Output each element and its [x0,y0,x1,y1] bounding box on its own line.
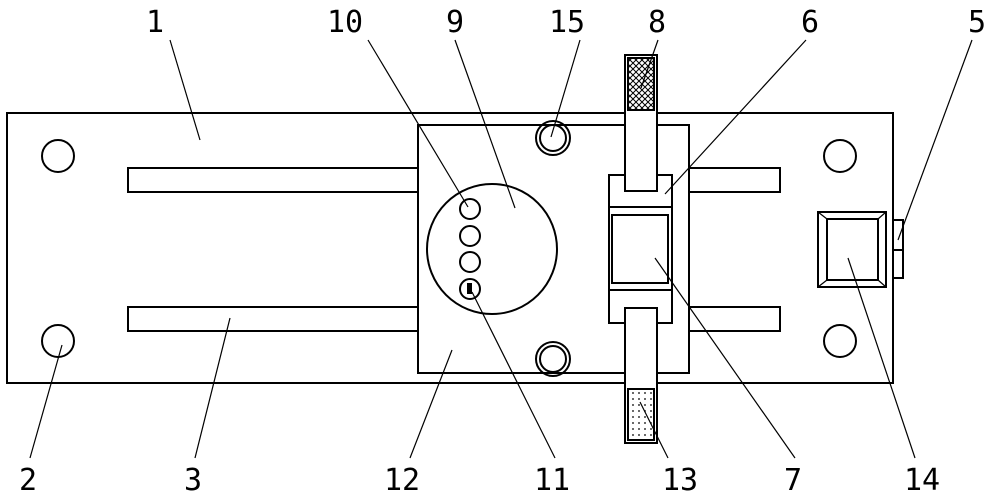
bottom-pad [627,388,655,441]
label-1: 1 [146,5,164,40]
label-12: 12 [384,463,420,498]
display-box [817,211,887,288]
side-connector [892,219,904,279]
label-14: 14 [904,463,940,498]
top-pad [627,57,655,111]
label-2: 2 [19,463,37,498]
label-3: 3 [184,463,202,498]
label-13: 13 [662,463,698,498]
label-9: 9 [446,5,464,40]
label-10: 10 [327,5,363,40]
control-panel-circle [426,183,558,315]
label-5: 5 [968,5,986,40]
label-8: 8 [648,5,666,40]
leader-lines [29,39,973,459]
buttons [459,198,481,300]
label-11: 11 [534,463,570,498]
label-7: 7 [784,463,802,498]
label-15: 15 [549,5,585,40]
knobs [535,120,571,377]
clamp-window [611,214,669,284]
mounting-holes [41,139,857,358]
label-6: 6 [801,5,819,40]
clamp-frame [608,174,673,324]
